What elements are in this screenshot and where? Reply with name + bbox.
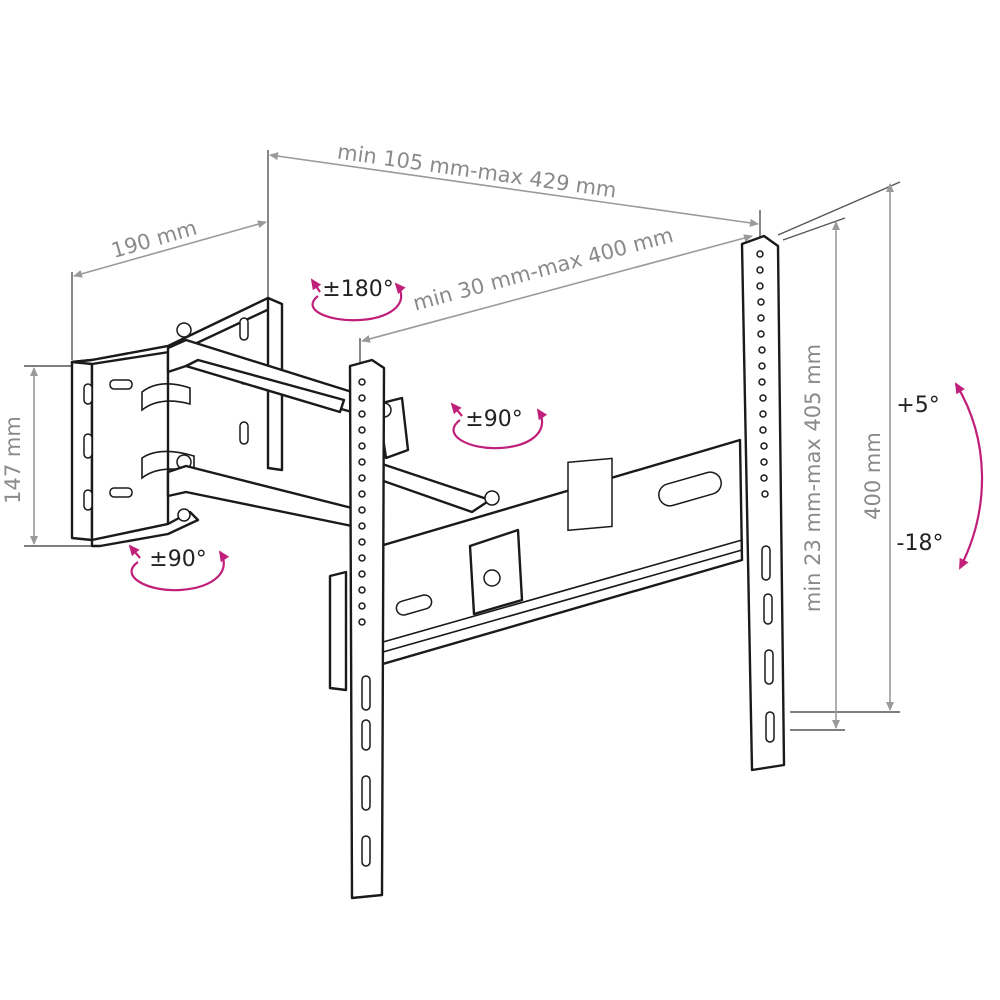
right-bar-holes: [756, 250, 775, 743]
rotation-wall-swivel: ±90°: [128, 544, 230, 592]
left-vertical-bar: [328, 358, 386, 900]
tilt-down-label: -18°: [897, 531, 944, 556]
arm-swivel-label: ±90°: [465, 407, 522, 432]
wall-swivel-label: ±90°: [149, 547, 206, 572]
horizontal-rail: [358, 438, 744, 672]
arm-extension-dimline: [361, 234, 753, 343]
depth-dimline: [73, 220, 267, 278]
swing-arms: [166, 338, 500, 608]
top-swivel-label: ±180°: [322, 277, 393, 302]
tv-bracket-height-label: 400 mm: [861, 432, 885, 520]
rotation-arm-swivel: ±90°: [450, 402, 548, 450]
vertical-adjust-label: min 23 mm-max 405 mm: [801, 344, 825, 612]
tilt-up-label: +5°: [896, 393, 939, 418]
extension-lines: [24, 150, 901, 731]
left-bar-holes: [358, 378, 371, 867]
arm-extension-label: min 30 mm-max 400 mm: [411, 223, 676, 316]
rotation-top-swivel: ±180°: [310, 277, 406, 322]
right-vertical-bar: [740, 234, 786, 772]
dimension-lines: [30, 152, 894, 729]
depth-label: 190 mm: [109, 216, 200, 263]
rotation-tilt: +5° -18°: [896, 382, 984, 570]
wall-plate-height-label: 147 mm: [1, 416, 25, 504]
wall-plate: [70, 296, 284, 548]
overall-extension-dimline: [269, 152, 759, 227]
